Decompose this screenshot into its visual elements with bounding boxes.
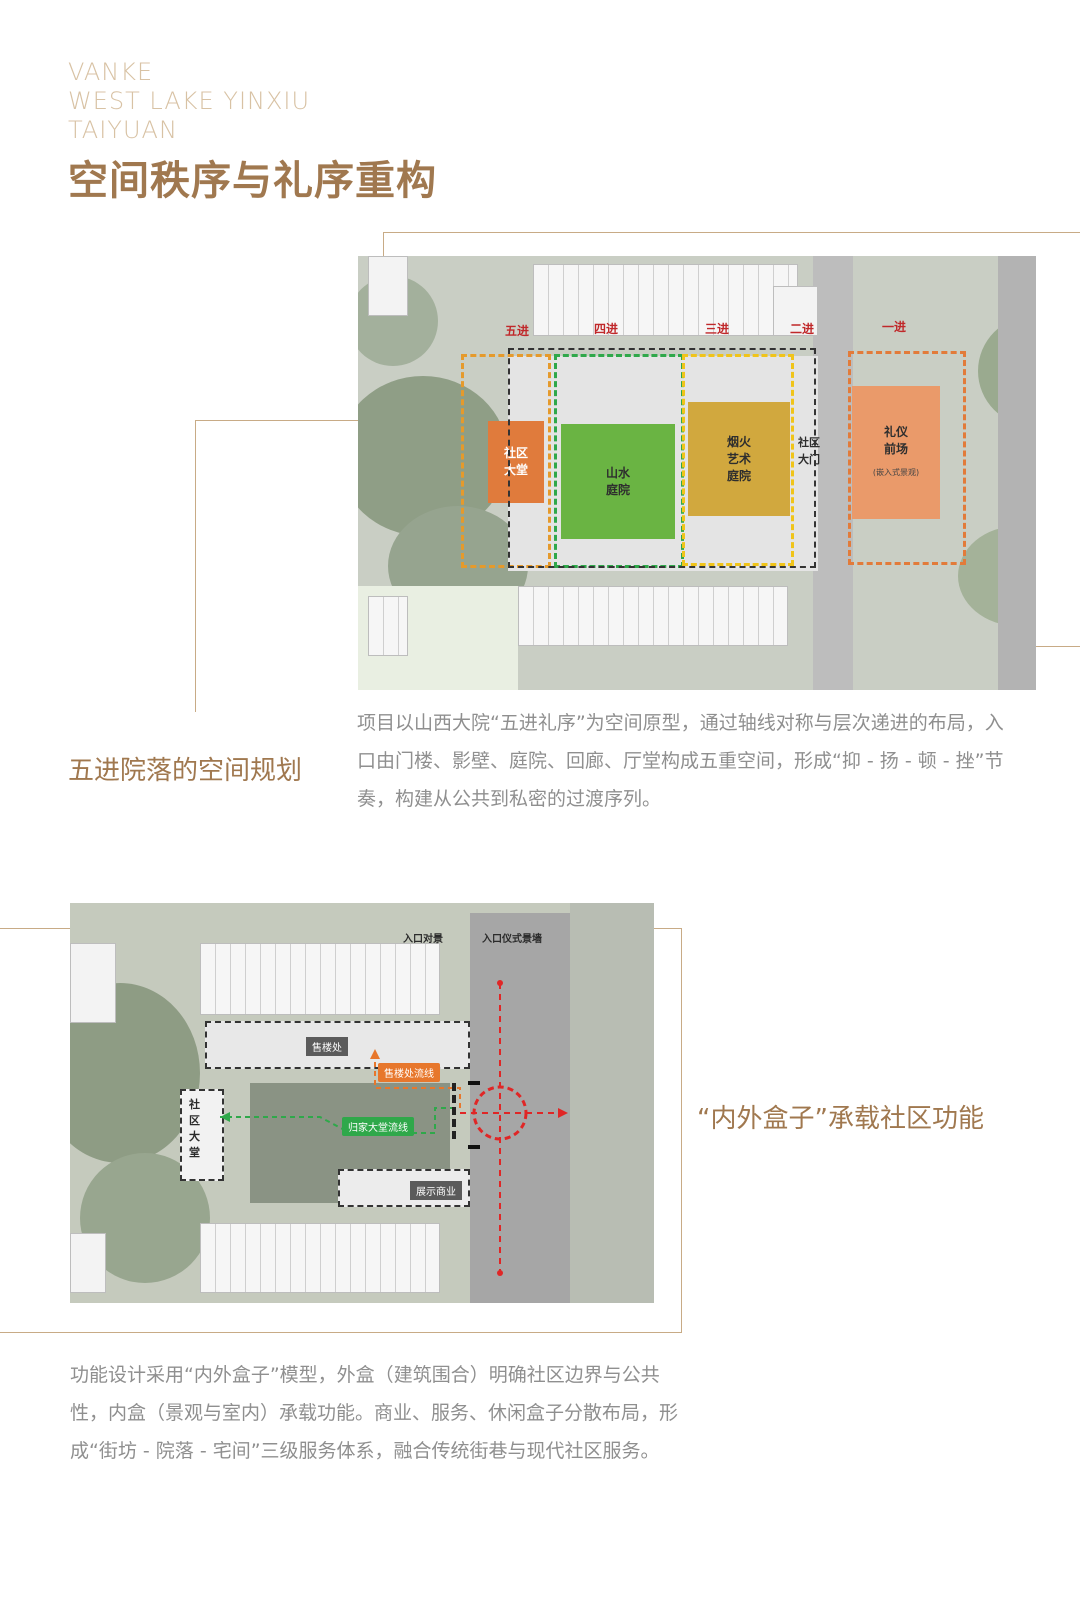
frame-line-s2-right-h bbox=[654, 928, 682, 929]
label-community-lobby: 社区大堂 bbox=[189, 1098, 200, 1159]
building-north bbox=[533, 264, 798, 336]
gate-post bbox=[468, 1081, 480, 1085]
label-fourth-jin: 四进 bbox=[594, 322, 619, 336]
label-home-flow: 归家大堂流线 bbox=[342, 1117, 414, 1136]
axis-node bbox=[497, 1270, 503, 1276]
label-sales-flow: 售楼处流线 bbox=[378, 1063, 440, 1082]
label-fifth-jin: 五进 bbox=[505, 324, 530, 338]
zone-yanhuo-line2: 艺术 bbox=[726, 451, 751, 466]
zone-yanhuo-courtyard: 烟火 艺术 庭院 bbox=[688, 402, 790, 516]
entry-plaza bbox=[470, 913, 570, 1303]
zone-shanshui-courtyard: 山水 庭院 bbox=[561, 424, 675, 539]
frame-line-top-tick bbox=[383, 232, 384, 256]
zone-liyi-line2: 前场 bbox=[883, 442, 908, 456]
sales-flow-path bbox=[374, 1053, 461, 1108]
building-south bbox=[518, 586, 788, 646]
home-flow-path bbox=[220, 1107, 455, 1134]
flow-axis-diagram bbox=[220, 980, 568, 1276]
sales-flow-arrow bbox=[370, 1049, 380, 1059]
label-entry-wall: 入口仪式景墙 bbox=[482, 934, 542, 945]
zone-community-lobby: 社区 大堂 bbox=[488, 421, 544, 503]
frame-line-left-v bbox=[195, 420, 196, 712]
building-north bbox=[200, 943, 440, 1015]
home-flow-arrow bbox=[220, 1112, 230, 1122]
building-north-ext bbox=[773, 286, 818, 336]
zone-yanhuo-line3: 庭院 bbox=[726, 468, 751, 483]
section1-subtitle: 五进院落的空间规划 bbox=[68, 756, 303, 786]
road bbox=[813, 256, 853, 690]
boundary-first bbox=[848, 351, 966, 565]
frame-line-right bbox=[1036, 646, 1080, 647]
zone-shanshui-line2: 庭院 bbox=[605, 482, 630, 497]
zone-shanshui-line1: 山水 bbox=[605, 465, 630, 480]
building-west bbox=[368, 256, 408, 316]
building-south bbox=[200, 1223, 440, 1293]
axis-arrow bbox=[558, 1108, 568, 1118]
road-east bbox=[998, 256, 1036, 690]
zone-liyi-note: (嵌入式景观) bbox=[872, 468, 920, 477]
gate-post bbox=[468, 1145, 480, 1149]
inner-outer-box-plan: 售楼处 社区大堂 展示商业 入口对景 入口仪式景墙 售楼处流线 归家大堂流线 bbox=[70, 903, 654, 1303]
brand-line-1: VANKE bbox=[68, 58, 154, 86]
building-sw bbox=[70, 1233, 106, 1293]
building-sw bbox=[368, 596, 408, 656]
boundary-third bbox=[682, 354, 794, 566]
page-title: 空间秩序与礼序重构 bbox=[68, 158, 437, 204]
section1-paragraph: 项目以山西大院“五进礼序”为空间原型，通过轴线对称与层次递进的布局，入口由门楼、… bbox=[357, 712, 1004, 810]
frame-line-s2-bottom bbox=[0, 1332, 682, 1333]
frame-line-top bbox=[383, 232, 1080, 233]
zone-yanhuo-line1: 烟火 bbox=[726, 434, 751, 449]
label-entry-view: 入口对景 bbox=[403, 934, 443, 945]
building-west bbox=[70, 943, 116, 1023]
boundary-fifth bbox=[461, 354, 551, 568]
section2-paragraph: 功能设计采用“内外盒子”模型，外盒（建筑围合）明确社区边界与公共性，内盒（景观与… bbox=[70, 1364, 679, 1462]
community-lobby-box bbox=[180, 1089, 224, 1181]
label-sales-office: 售楼处 bbox=[306, 1037, 348, 1056]
frame-line-s2-right-v bbox=[681, 928, 682, 1333]
brand-line-2: WEST LAKE YINXIU bbox=[68, 87, 311, 115]
zone-liyi-line1: 礼仪 bbox=[883, 425, 908, 439]
label-display-commerce: 展示商业 bbox=[410, 1181, 462, 1200]
street bbox=[570, 903, 654, 1303]
brand-wordmark: VANKE WEST LAKE YINXIU TAIYUAN bbox=[68, 58, 310, 145]
brand-line-3: TAIYUAN bbox=[68, 116, 178, 144]
zone-ceremonial-forecourt: 礼仪 前场 (嵌入式景观) bbox=[852, 386, 940, 519]
axis-node bbox=[497, 980, 503, 986]
label-first-jin: 一进 bbox=[882, 320, 907, 334]
label-third-jin: 三进 bbox=[705, 322, 730, 336]
five-courtyard-plan: 社区 大堂 山水 庭院 烟火 艺术 庭院 社区 大门 礼仪 前场 (嵌入式景观)… bbox=[358, 256, 1036, 690]
frame-line-s2-top bbox=[0, 928, 70, 929]
section2-subtitle: “内外盒子”承载社区功能 bbox=[697, 1104, 984, 1134]
boundary-second bbox=[508, 348, 816, 568]
frame-line-left-h bbox=[195, 420, 358, 421]
label-second-jin: 二进 bbox=[790, 322, 815, 336]
